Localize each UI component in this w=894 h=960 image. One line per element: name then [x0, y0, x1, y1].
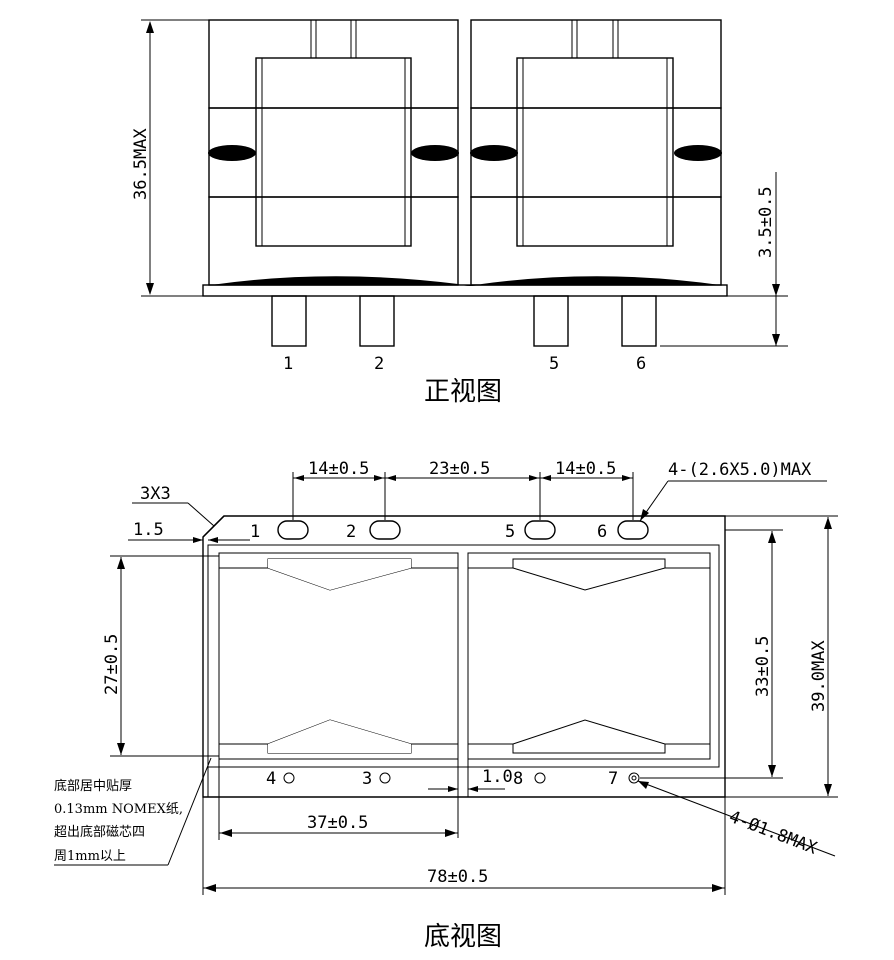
front-pin-label-6: 6 — [636, 354, 646, 374]
bottom-pin-label-3: 3 — [362, 769, 372, 789]
pitch-center-label: 23±0.5 — [429, 459, 490, 479]
overall-width-label: 78±0.5 — [427, 867, 488, 887]
pin-row-span-label: 33±0.5 — [753, 636, 773, 697]
front-pin-length-label: 3.5±0.5 — [756, 186, 776, 258]
pin-row-span-dimension — [640, 529, 783, 779]
bottom-pin-label-4: 4 — [266, 769, 276, 789]
bottom-pin-label-6: 6 — [597, 522, 607, 542]
note-line-4: 周1mm以上 — [54, 849, 126, 864]
bottom-view: 1 2 5 6 4 3 8 7 14±0.5 — [54, 459, 838, 952]
core-width-label: 37±0.5 — [307, 813, 368, 833]
edge-offset-label: 1.5 — [133, 520, 164, 540]
overall-height-label: 39.0MAX — [809, 640, 829, 712]
front-pins — [271, 295, 657, 347]
front-view-caption: 正视图 — [424, 377, 502, 407]
front-core-left — [208, 19, 459, 286]
base-plate — [202, 284, 728, 297]
pitch-right-label: 14±0.5 — [555, 459, 616, 479]
hole-size-label: 4-Ø1.8MAX — [726, 807, 820, 859]
bottom-pin-label-8: 8 — [513, 769, 523, 789]
front-pin-label-2: 2 — [374, 354, 384, 374]
note-line-2: 0.13mm NOMEX纸, — [54, 802, 183, 817]
front-height-label: 36.5MAX — [131, 128, 151, 200]
front-height-dimension: 36.5MAX — [131, 19, 209, 297]
front-view: 1 2 5 6 36.5MAX 3.5±0.5 正视图 — [131, 19, 788, 407]
bottom-holes — [283, 772, 640, 784]
front-core-right — [470, 19, 722, 286]
bottom-pin-label-1: 1 — [250, 522, 260, 542]
pitch-left-label: 14±0.5 — [308, 459, 369, 479]
top-slots — [277, 520, 649, 540]
pitch-dimensions — [292, 472, 634, 520]
bottom-pin-label-5: 5 — [505, 522, 515, 542]
core-height-dimension — [110, 555, 219, 757]
overall-height-dimension — [725, 515, 838, 798]
front-pin-label-5: 5 — [549, 354, 559, 374]
gap-label: 1.0 — [482, 767, 513, 787]
bottom-core-right — [467, 552, 711, 760]
core-height-label: 27±0.5 — [102, 634, 122, 695]
bottom-view-caption: 底视图 — [424, 922, 502, 952]
bottom-pin-label-2: 2 — [346, 522, 356, 542]
front-pin-label-1: 1 — [283, 354, 293, 374]
chamfer-label: 3X3 — [140, 484, 171, 504]
note-line-1: 底部居中贴厚 — [54, 778, 132, 794]
note-line-3: 超出底部磁芯四 — [54, 824, 145, 840]
bottom-pin-label-7: 7 — [608, 769, 618, 789]
front-pin-length-dimension: 3.5±0.5 — [660, 172, 788, 347]
slot-size-label: 4-(2.6X5.0)MAX — [668, 460, 812, 480]
nomex-note: 底部居中贴厚 0.13mm NOMEX纸, 超出底部磁芯四 周1mm以上 — [54, 757, 212, 866]
bottom-outline — [202, 515, 726, 798]
